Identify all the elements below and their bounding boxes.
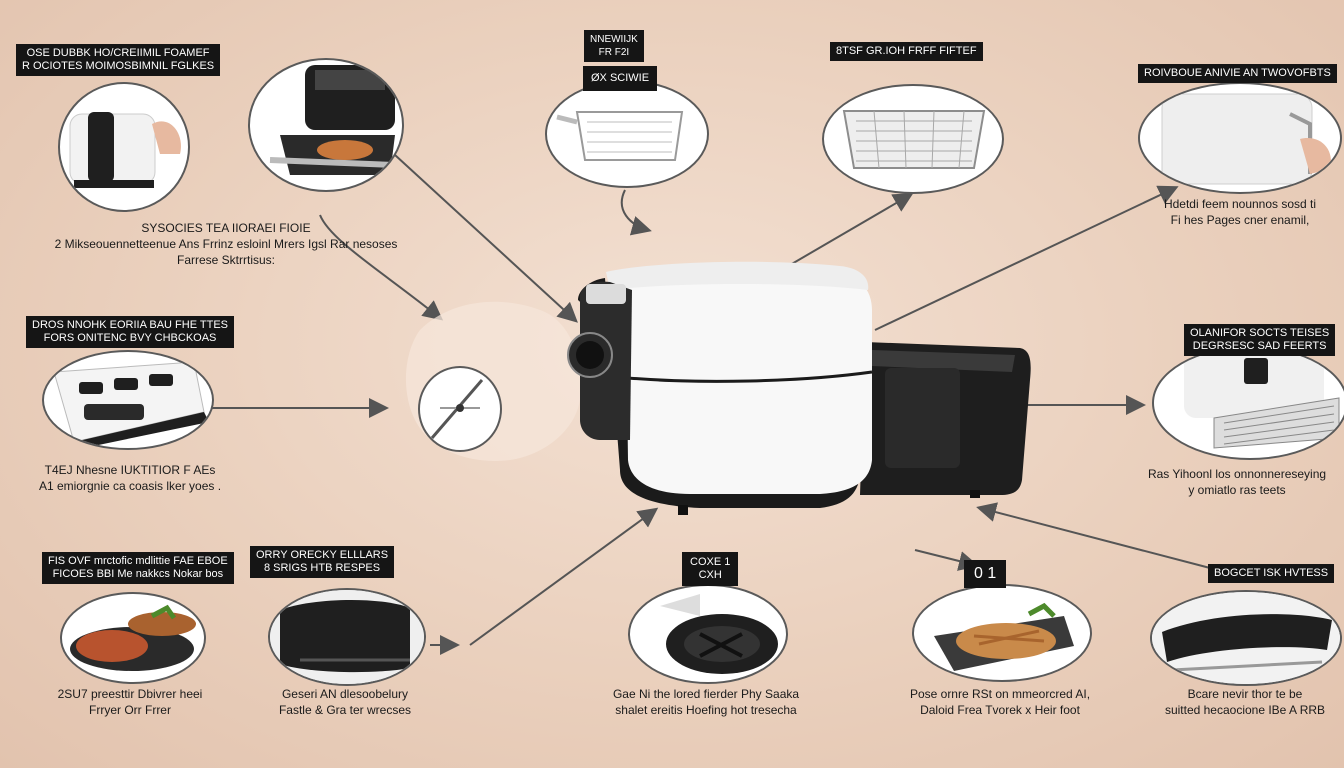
label-bottom-left2: ORRY ORECKY ELLLARS 8 SRIGS HTB RESPES [250,546,395,578]
bubble-lid-handle [1150,590,1342,686]
label-mid-left: DROS NNOHK EORIIA BAU FHE TTES FORS ONIT… [26,316,234,348]
arrow-bottom-mid [469,507,659,646]
basket-icon [660,594,778,674]
wire-rack-icon [842,110,986,169]
air-fryer-icon [1152,592,1340,684]
caption-left-upper: SYSOCIES TEA IIORAEI FIOIE 2 Mikseouenne… [54,221,398,267]
arrow-top-right [874,185,1179,331]
control-knob-icon [53,361,209,448]
bubble-basket-top [545,80,709,188]
label-top-right-mid: 8TSF GR.IOH FRFF FIFTEF [830,42,983,61]
food-plate-icon [934,602,1074,671]
control-knob-icon [430,379,484,439]
caption-bottom-2: Geseri AN dlesoobelury Fastle & Gra ter … [278,687,412,717]
bubble-controls-tray [42,350,214,450]
label-bottom-right: BOGCET ISK HVTESS [1208,564,1335,583]
air-fryer-icon [69,112,181,188]
label-bottom-right-tag: 0 1 [964,560,1007,588]
label-bottom-left: FIS OVF mrctofic mdlittie FAE EBOE FICOE… [42,552,234,584]
air-fryer-icon [270,590,424,684]
bubble-fryer-side [58,82,190,212]
arrow-top-right-mid [789,192,914,266]
caption-bottom-5: Bcare nevir thor te be suitted hecaocion… [1164,687,1326,717]
arrow-upper-left-hook [319,214,444,321]
bubble-fryer-handle [1138,82,1342,194]
basket-icon [269,65,396,175]
label-top-center-small: NNEWIIJK FR F2I [584,30,644,62]
basket-icon [556,111,684,161]
food-plate-icon [70,604,196,671]
label-top-right: ROIVBOUE ANIVIE AN TWOVOFBTS [1138,64,1337,83]
bubble-handle-detail [268,588,426,686]
arrow-bottom-right [976,502,1211,569]
bubble-rack-side [1152,346,1344,460]
caption-right-mid: Ras Yihoonl los onnonnereseying y omiatl… [1147,467,1327,497]
arrow-top-left [394,154,578,323]
bubble-wire-basket [822,84,1004,194]
label-mid-right: OLANIFOR SOCTS TEISES DEGRSESC SAD FEERT… [1184,324,1336,356]
bubble-knob-detail [418,366,502,452]
wire-rack-icon [1184,348,1340,449]
caption-right-upper: Hdetdi feem nounnos sosd ti Fi hes Pages… [1163,197,1317,227]
bubble-open-basket [248,58,404,192]
bubble-food-plate [60,592,206,684]
caption-bottom-3: Gae Ni the lored fierder Phy Saaka shale… [612,687,800,717]
bubble-noodle-tray [912,584,1092,682]
air-fryer-icon [1161,93,1331,185]
caption-left-mid: T4EJ Nhesne IUKTITIOR F AEs A1 emiorgnie… [38,463,222,493]
caption-bottom-1: 2SU7 preesttir Dbivrer heei Frryer Orr F… [57,687,203,717]
arrow-top-center [620,189,652,236]
bubble-basket-bottom [628,584,788,684]
label-bottom-center-tag: COXE 1 CXH [682,552,739,586]
label-top-center-tag: ØX SCIWIE [583,66,658,91]
caption-bottom-4: Pose ornre RSt on mmeorcred AI, Daloid F… [909,687,1091,717]
label-top-left: OSE DUBBK HO/CREIIMIL FOAMEF R OCIOTES M… [16,44,221,76]
